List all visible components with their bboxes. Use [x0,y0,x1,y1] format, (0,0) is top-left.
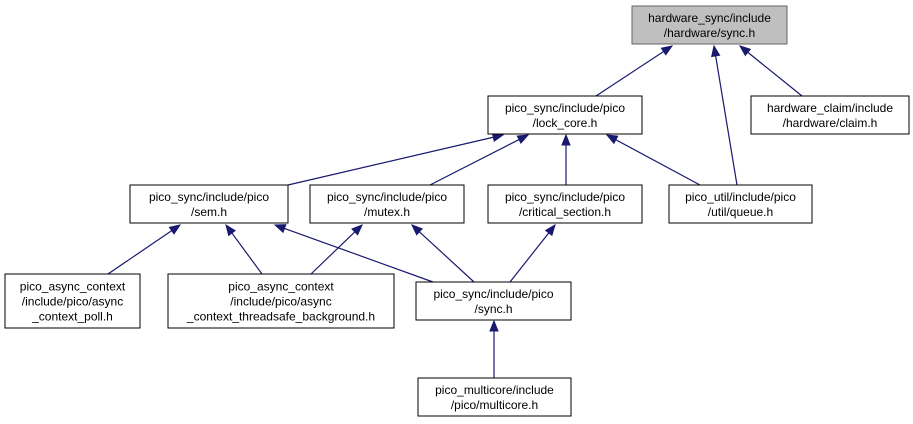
edge-line [615,139,701,186]
arrowhead-icon [711,44,721,58]
node-label-line: pico_async_context [228,280,334,294]
node-label-line: /sem.h [191,205,227,219]
node-label-line: /lock_core.h [533,116,598,130]
node-threadsafe[interactable]: pico_async_context/include/pico/async_co… [167,273,395,329]
edge-mutex-to-lock_core [429,134,530,186]
edge-lock_core-to-hw_sync [595,45,674,97]
node-poll[interactable]: pico_async_context/include/pico/async_co… [4,273,141,329]
node-critical[interactable]: pico_sync/include/pico/critical_section.… [487,184,643,224]
node-box[interactable] [417,377,572,417]
edge-line [231,232,263,275]
node-label-line: /include/pico/async [22,295,123,309]
edge-line [107,230,173,275]
edge-threadsafe-to-sem [225,223,263,275]
arrowhead-icon [738,45,752,57]
node-queue[interactable]: pico_util/include/pico/util/queue.h [668,184,813,224]
node-box[interactable] [415,281,572,321]
edge-critical-to-lock_core [561,133,571,185]
edges-layer [107,44,803,378]
edge-queue-to-lock_core [605,134,701,186]
node-label-line: pico_sync/include/pico [505,190,625,204]
edge-queue-to-hw_sync [711,44,738,186]
node-label-line: /include/pico/async [230,295,331,309]
edge-line [715,55,738,186]
node-label-line: /hardware/sync.h [664,26,755,40]
node-label-line: pico_sync/include/pico [433,287,553,301]
edge-line [509,232,550,283]
node-label-line: pico_sync/include/pico [327,190,447,204]
edge-sync-to-sem [273,224,434,283]
arrowhead-icon [168,224,182,235]
edge-line [284,227,434,283]
node-box[interactable] [750,95,910,135]
arrowhead-icon [489,319,499,332]
edge-line [418,231,475,283]
edge-claim-to-hw_sync [738,45,803,97]
node-label-line: pico_multicore/include [435,383,554,397]
edge-line [429,139,520,186]
node-label-line: /critical_section.h [519,205,611,219]
edge-multicore-to-sync [489,319,499,378]
node-sem[interactable]: pico_sync/include/pico/sem.h [129,184,289,224]
node-lock_core[interactable]: pico_sync/include/pico/lock_core.h [487,95,643,135]
node-mutex[interactable]: pico_sync/include/pico/mutex.h [309,184,465,224]
node-box[interactable] [668,184,813,224]
node-label-line: /hardware/claim.h [783,116,878,130]
node-box[interactable] [631,5,788,45]
node-label-line: pico_sync/include/pico [505,101,625,115]
arrowhead-icon [660,45,674,56]
edge-threadsafe-to-mutex [310,224,363,275]
node-label-line: /sync.h [474,302,512,316]
edge-line [595,50,664,97]
node-hw_sync[interactable]: hardware_sync/include/hardware/sync.h [631,5,788,45]
arrowhead-icon [491,132,505,143]
node-box[interactable] [309,184,465,224]
node-label-line: pico_async_context [20,280,126,294]
node-sync[interactable]: pico_sync/include/pico/sync.h [415,281,572,321]
edge-line [310,231,356,275]
node-label-line: hardware_claim/include [767,101,893,115]
node-box[interactable] [487,184,643,224]
node-multicore[interactable]: pico_multicore/include/pico/multicore.h [417,377,572,417]
arrowhead-icon [605,134,619,145]
node-label-line: hardware_sync/include [648,11,771,25]
arrowhead-icon [516,134,530,144]
node-claim[interactable]: hardware_claim/include/hardware/claim.h [750,95,910,135]
arrowhead-icon [225,223,236,237]
edge-poll-to-sem [107,224,182,275]
edge-sync-to-critical [509,223,556,283]
edge-line [287,136,494,186]
edge-sem-to-lock_core [287,132,505,186]
nodes-layer: hardware_sync/include/hardware/sync.hpic… [4,5,910,417]
arrowhead-icon [544,223,556,237]
arrowhead-icon [351,224,363,236]
node-label-line: /mutex.h [364,205,410,219]
node-label-line: _context_threadsafe_background.h [186,310,375,324]
node-label-line: pico_util/include/pico [685,190,796,204]
node-box[interactable] [167,273,395,329]
arrowhead-icon [561,133,571,146]
node-label-line: pico_sync/include/pico [149,190,269,204]
arrowhead-icon [411,224,423,236]
node-label-line: _context_poll.h [31,310,113,324]
edge-sync-to-mutex [411,224,475,283]
edge-line [747,51,803,97]
node-box[interactable] [4,273,141,329]
node-label-line: /pico/multicore.h [451,398,538,412]
node-label-line: /util/queue.h [708,205,773,219]
node-box[interactable] [487,95,643,135]
node-box[interactable] [129,184,289,224]
arrowhead-icon [273,224,287,234]
